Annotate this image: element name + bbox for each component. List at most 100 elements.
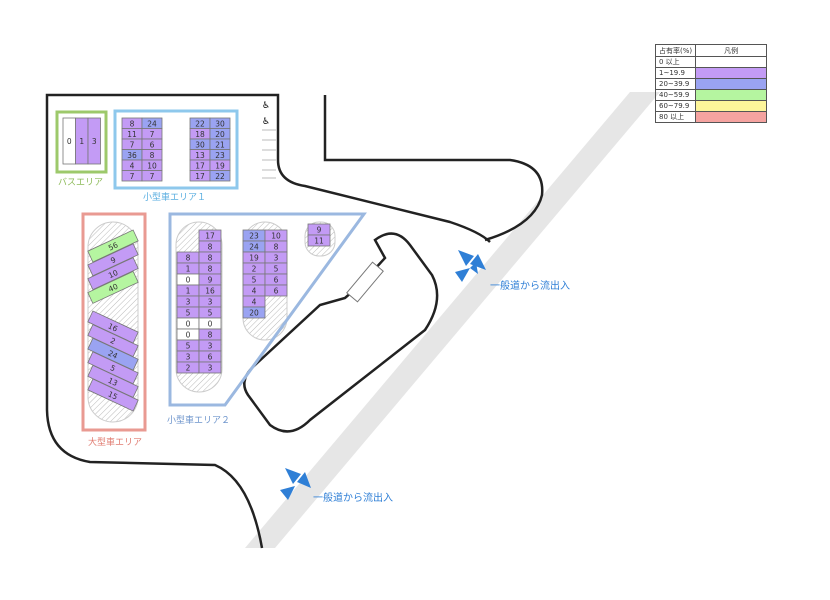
legend-label: 20~39.9: [654, 78, 697, 90]
occupancy-value: 24: [147, 119, 157, 128]
occupancy-value: 0: [186, 320, 191, 329]
occupancy-value: 18: [195, 130, 205, 139]
occupancy-value: 6: [150, 140, 155, 149]
legend-label: 0 以上: [654, 56, 697, 68]
parking-space: 6: [141, 138, 163, 150]
occupancy-value: 22: [195, 119, 205, 128]
occupancy-value: 3: [208, 342, 213, 351]
parking-space: 19: [242, 251, 266, 264]
parking-space: 3: [176, 350, 200, 363]
large-area-label: 大型車エリア: [88, 438, 143, 448]
parking-space: 6: [264, 273, 288, 286]
parking-space: 30: [189, 138, 211, 150]
parking-space-fill: [209, 170, 231, 182]
occupancy-value: 30: [215, 119, 225, 128]
parking-space: 5: [176, 306, 200, 319]
parking-space: 3: [264, 251, 288, 264]
parking-space: 0: [176, 273, 200, 286]
parking-space: 20: [209, 128, 231, 140]
small-area-2-border: [168, 212, 367, 407]
small-area-1-border: [113, 109, 239, 190]
entrance-arrow-icon: [455, 250, 486, 282]
occupancy-value: 4: [252, 298, 257, 307]
legend-table: 占有率(%)凡例 0 以上 1~19.9 20~39.9 40~59.9 60~…: [654, 44, 768, 123]
occupancy-value: 10: [147, 161, 157, 170]
parking-space-fill: [87, 270, 139, 304]
occupancy-value: 2: [186, 364, 191, 373]
occupancy-value: 10: [271, 232, 281, 241]
occupancy-value: 5: [274, 265, 279, 274]
parking-space: 17: [189, 170, 211, 182]
occupancy-value: 30: [195, 140, 205, 149]
occupancy-value: 8: [208, 254, 213, 263]
occupancy-value: 7: [130, 172, 135, 181]
occupancy-value: 8: [208, 265, 213, 274]
legend-label: 60~79.9: [654, 100, 697, 112]
occupancy-value: 8: [130, 119, 135, 128]
parking-space: 22: [209, 170, 231, 182]
parking-space: 1: [176, 262, 200, 275]
entrance-label: 一般道から流出入: [313, 493, 393, 504]
wheelchair-icon: ♿: [262, 101, 270, 111]
legend-swatch: [695, 111, 768, 123]
occupancy-value: 2: [109, 336, 117, 346]
occupancy-value: 23: [249, 232, 259, 241]
parking-space: 1: [176, 284, 200, 297]
occupancy-value: 2: [252, 265, 257, 274]
occupancy-value: 3: [186, 298, 191, 307]
occupancy-value: 0: [186, 331, 191, 340]
parking-space: 10: [264, 229, 288, 242]
occupancy-value: 1: [79, 137, 84, 146]
occupancy-value: 36: [127, 151, 137, 160]
occupancy-value: 3: [186, 353, 191, 362]
parking-space: 19: [209, 159, 231, 171]
parking-space: 7: [141, 170, 163, 182]
occupancy-value: 11: [314, 237, 324, 246]
occupancy-value: 24: [107, 349, 120, 361]
occupancy-value: 13: [107, 376, 120, 388]
occupancy-value: 10: [107, 268, 120, 280]
stairs: [346, 261, 384, 303]
parking-space: 30: [209, 117, 231, 129]
occupancy-value: 40: [107, 282, 120, 294]
parking-space: 7: [141, 128, 163, 140]
occupancy-value: 17: [205, 232, 215, 241]
legend-label: 1~19.9: [654, 67, 697, 79]
occupancy-value: 0: [67, 137, 72, 146]
parking-space: 2: [176, 361, 200, 374]
parking-space: 3: [198, 339, 222, 352]
occupancy-value: 5: [109, 363, 117, 373]
parking-space: 10: [87, 257, 139, 291]
parking-space-fill: [87, 243, 139, 277]
occupancy-value: 19: [215, 161, 225, 170]
occupancy-value: 1: [186, 265, 191, 274]
lot-boundary-line-2: [323, 95, 544, 242]
parking-space: 4: [242, 295, 266, 308]
occupancy-value: 9: [317, 226, 322, 235]
parking-space: 7: [121, 138, 143, 150]
parking-space: 0: [198, 317, 222, 330]
parking-space-fill: [264, 284, 288, 297]
parking-space: 11: [307, 234, 331, 247]
parking-space: 8: [121, 117, 143, 129]
occupancy-value: 1: [186, 287, 191, 296]
legend-swatch: [695, 100, 768, 112]
parking-space: 8: [198, 240, 222, 253]
occupancy-value: 16: [107, 321, 120, 333]
small-area-2-label: 小型車エリア２: [167, 416, 231, 426]
legend-label: 80 以上: [654, 111, 697, 123]
parking-space: 2: [242, 262, 266, 275]
parking-space: 5: [264, 262, 288, 275]
legend-swatch: [695, 78, 768, 90]
occupancy-value: 4: [130, 161, 135, 170]
occupancy-value: 56: [107, 240, 120, 252]
parking-space: 0: [176, 328, 200, 341]
occupancy-value: 7: [130, 140, 135, 149]
parking-space: 15: [87, 378, 139, 412]
parking-space-fill: [198, 361, 222, 374]
parking-space-fill: [87, 229, 139, 263]
large-area-border: [81, 212, 147, 432]
lot-boundary-line: [45, 93, 491, 549]
parking-space: 21: [209, 138, 231, 150]
legend-swatch: [695, 89, 768, 101]
